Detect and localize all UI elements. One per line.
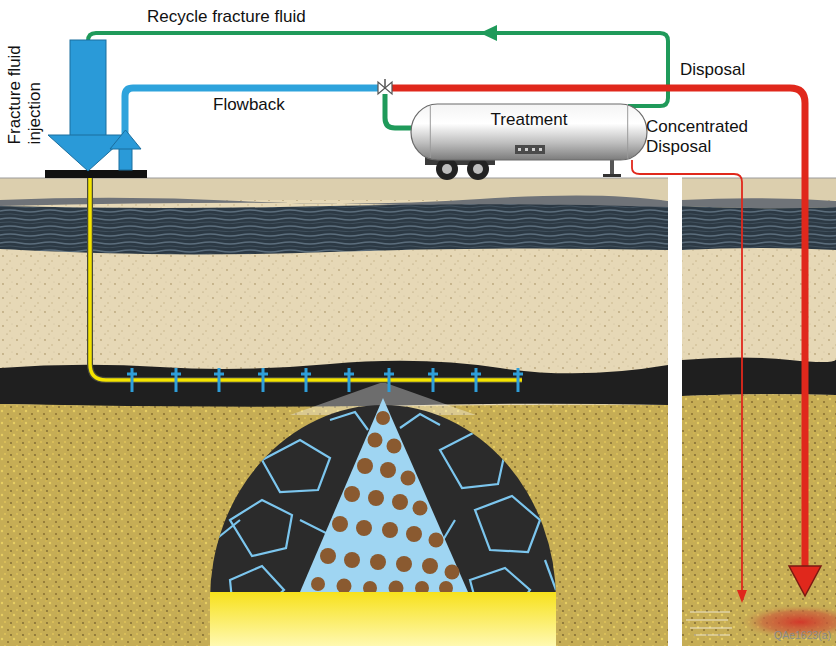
perforations: [127, 368, 523, 392]
ground-surface: [682, 178, 836, 179]
flow-label: Flowback: [213, 95, 323, 115]
well-bore: [90, 178, 522, 380]
flow-label: Recycle fracture fluid: [147, 7, 347, 27]
figure-id: QAe1623(a): [774, 629, 836, 642]
flow-label: Fracture fluid injection: [5, 16, 46, 144]
tank-panel-dot: [539, 148, 542, 151]
flow-label: Concentrated Disposal: [646, 117, 764, 158]
flow-label: Disposal: [680, 60, 780, 80]
concentrated-disposal-pipe: [632, 160, 742, 592]
valve: [378, 79, 392, 94]
plume-streaks: [686, 612, 732, 635]
wellhead-plate: [45, 170, 147, 178]
fracture-zone: [210, 398, 556, 646]
ground-right: [682, 178, 836, 646]
recycle-pipe: [88, 33, 668, 106]
recycle-pipe: [385, 94, 414, 128]
tank-panel-dot: [532, 148, 535, 151]
flowback-arrow: [110, 130, 141, 170]
flowback-pipe: [125, 88, 379, 134]
tank-panel-dot: [525, 148, 528, 151]
concentrated-arrowhead: [737, 590, 747, 603]
treatment-tank: Treatment: [410, 103, 648, 161]
well-bore: [90, 178, 522, 380]
recycle-arrowhead: [480, 25, 497, 41]
tank-body: [411, 104, 647, 160]
injection-arrow: [48, 40, 128, 171]
disposal-arrowhead: [789, 566, 821, 596]
tank-panel-dot: [518, 148, 521, 151]
tank-panel: [515, 145, 545, 154]
tank-seam: [627, 106, 628, 158]
tank-seam: [430, 106, 431, 158]
tank-label: Treatment: [491, 110, 568, 130]
ground-left: [0, 178, 668, 646]
